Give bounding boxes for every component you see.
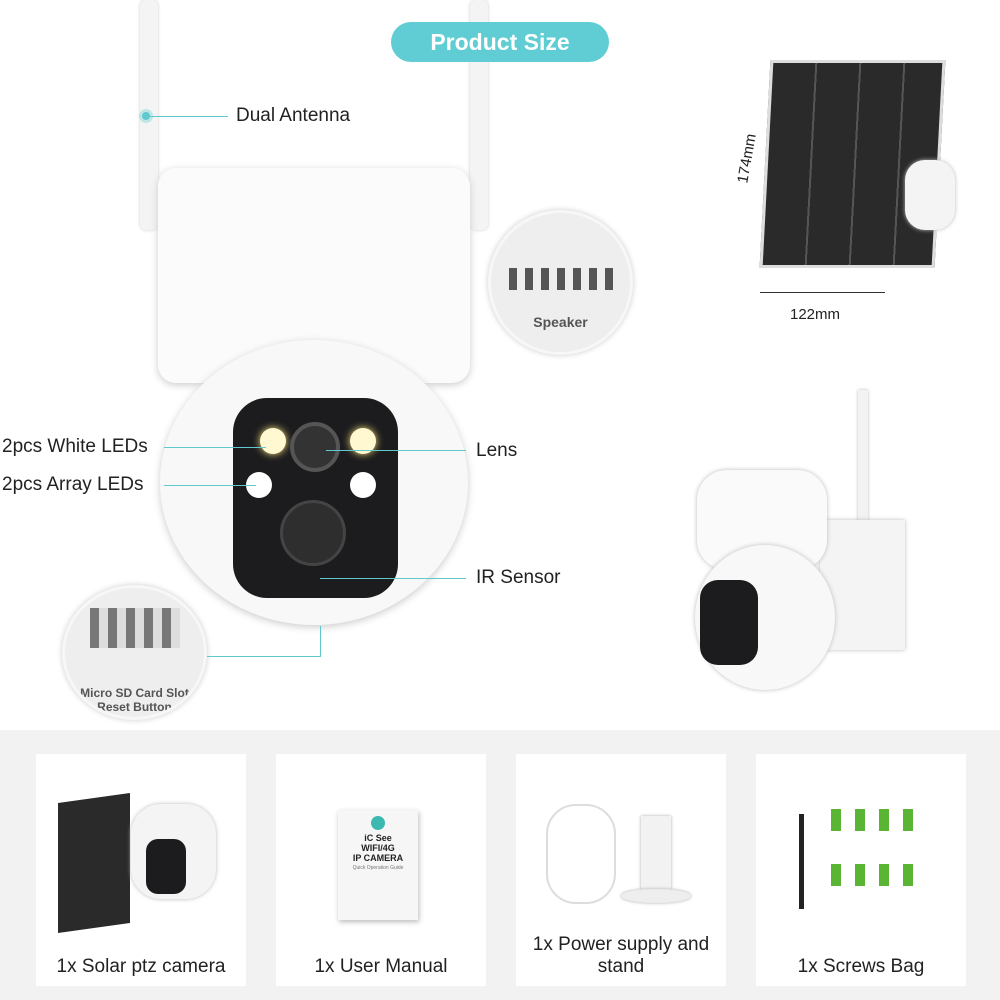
lens-icon	[290, 422, 340, 472]
manual-subtitle: Quick Operation Guide	[352, 865, 404, 871]
manual-line1: WIFI/4G	[361, 843, 395, 853]
mini-camera-face	[146, 839, 186, 894]
sd-slot-detail: Micro SD Card Slot Reset Button	[62, 585, 207, 720]
lens-line	[326, 450, 466, 451]
antenna-dot	[142, 112, 150, 120]
side-antenna	[858, 390, 868, 530]
manual-line2: IP CAMERA	[352, 853, 404, 863]
product-size-title: Product Size	[391, 22, 609, 62]
package-item-manual: iC See WIFI/4G IP CAMERA Quick Operation…	[276, 754, 486, 986]
antenna-line	[150, 116, 228, 117]
width-dimension-line	[760, 292, 885, 293]
manual-brand: iC See	[364, 833, 392, 843]
pir-sensor	[280, 500, 346, 566]
sd-line-v	[320, 626, 321, 656]
usb-cable	[546, 804, 616, 904]
panel-mount	[905, 160, 955, 230]
mini-solar-panel	[58, 792, 130, 934]
wall-anchors	[831, 864, 916, 886]
vent-grille	[90, 608, 180, 648]
array-led	[350, 472, 376, 498]
speaker-detail: Speaker	[488, 210, 633, 355]
panel-height-label: 174mm	[734, 132, 760, 185]
label-sd-slot: Micro SD Card Slot	[80, 686, 189, 700]
white-led	[350, 428, 376, 454]
panel-width-label: 122mm	[790, 306, 841, 323]
label-lens: Lens	[476, 440, 518, 461]
ir-line	[320, 578, 466, 579]
array-leds-line	[164, 485, 256, 486]
package-label: 1x Power supply and stand	[532, 934, 710, 977]
package-label: 1x User Manual	[314, 956, 448, 977]
white-leds-line	[164, 447, 266, 448]
speaker-grille	[509, 268, 614, 290]
label-white-leds: 2pcs White LEDs	[2, 436, 148, 457]
manual-logo-icon	[371, 816, 385, 830]
label-ir-sensor: IR Sensor	[476, 567, 561, 588]
label-speaker: Speaker	[533, 314, 588, 330]
stand-base	[621, 889, 691, 903]
sd-line	[207, 656, 321, 657]
label-array-leds: 2pcs Array LEDs	[2, 474, 144, 495]
side-face	[700, 580, 758, 665]
package-label: 1x Screws Bag	[797, 956, 925, 977]
label-dual-antenna: Dual Antenna	[236, 105, 351, 126]
white-led	[260, 428, 286, 454]
package-item-power: 1x Power supply and stand	[516, 754, 726, 986]
package-label: 1x Solar ptz camera	[56, 956, 226, 977]
package-item-screws: 1x Screws Bag	[756, 754, 966, 986]
screwdriver	[799, 814, 804, 909]
manual-image: iC See WIFI/4G IP CAMERA Quick Operation…	[338, 810, 418, 920]
package-item-camera: 1x Solar ptz camera	[36, 754, 246, 986]
wall-anchors	[831, 809, 916, 831]
label-reset: Reset Button	[97, 700, 172, 714]
stand-arm	[641, 816, 671, 891]
